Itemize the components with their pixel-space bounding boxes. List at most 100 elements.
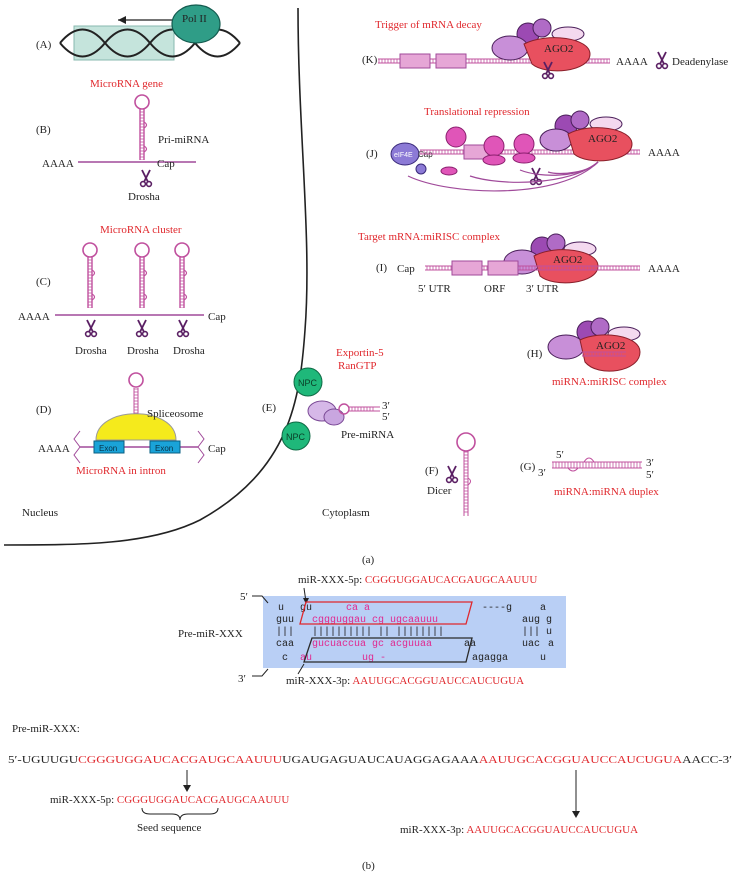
deadenylase-scissors [655, 51, 669, 70]
mir5p-box [299, 601, 473, 625]
svg-text:gu: gu [300, 603, 312, 614]
caption-b: (b) [362, 860, 375, 872]
repression-arrows [407, 161, 599, 192]
aaaa-tail-I: AAAA [648, 263, 680, 275]
drosha-label-C3: Drosha [173, 345, 205, 357]
label-H: (H) [527, 348, 543, 360]
pol-ii-label: Pol II [182, 13, 207, 25]
cluster-hairpin-3 [174, 242, 190, 309]
target-mrna-I [425, 260, 640, 276]
svg-text:gucuaccua gc acguuaa: gucuaccua gc acguuaa [312, 639, 432, 650]
svg-text:guu: guu [276, 615, 294, 626]
five-prime-G-bottom: 5′ [646, 469, 654, 481]
eif4e-protein [390, 142, 420, 166]
label-J: (J) [366, 148, 378, 160]
label-A: (A) [36, 39, 52, 51]
aaaa-tail-B: AAAA [42, 158, 74, 170]
five-prime-b: 5′ [240, 591, 248, 603]
microrna-gene-title: MicroRNA gene [90, 78, 163, 90]
svg-text:aug: aug [522, 615, 540, 626]
spliceosome [95, 413, 177, 441]
rangtp-label: RanGTP [338, 360, 377, 372]
drosha-label-B: Drosha [128, 191, 160, 203]
target-complex-title: Target mRNA:miRISC complex [358, 231, 501, 243]
cluster-hairpin-2 [134, 242, 150, 309]
cap-B: Cap [157, 158, 175, 170]
microrna-cluster-title: MicroRNA cluster [100, 224, 182, 236]
dicer-label: Dicer [427, 485, 452, 497]
mir3p-box [303, 637, 473, 663]
three-prime-E: 3′ [382, 400, 390, 412]
translational-repression-title: Translational repression [424, 106, 530, 118]
hairpin-box [263, 596, 566, 668]
drosha-scissors-C1 [84, 319, 98, 338]
label-I: (I) [376, 262, 387, 274]
pri-mirna-label: Pri-miRNA [158, 134, 209, 146]
caption-a: (a) [362, 554, 375, 566]
drosha-scissors-C2 [135, 319, 149, 338]
spliceosome-label: Spliceosome [147, 408, 203, 420]
drosha-scissors-C3 [176, 319, 190, 338]
mir3p-product: miR-XXX-3p: AAUUGCACGGUAUCCAUCUGUA [400, 824, 638, 836]
seed-sequence-label: Seed sequence [137, 822, 202, 834]
ago2-label-K: AGO2 [544, 43, 573, 55]
mirisc-complex-title: miRNA:miRISC complex [552, 376, 667, 388]
ago2-label-H: AGO2 [596, 340, 625, 352]
dna-helix [59, 25, 241, 61]
svg-text:a: a [548, 639, 554, 650]
dicer-scissors [445, 465, 459, 484]
npc-top [293, 367, 323, 397]
full-sequence-label: Pre-miR-XXX: [12, 723, 80, 735]
nucleus-label: Nucleus [22, 507, 58, 519]
eif4e-label: eIF4E [394, 152, 413, 159]
mrna-decay-title: Trigger of mRNA decay [375, 19, 482, 31]
aaaa-tail-J: AAAA [648, 147, 680, 159]
three-prime-G-bottom: 3′ [538, 467, 546, 479]
label-C: (C) [36, 276, 51, 288]
svg-text:a: a [540, 603, 546, 614]
ago2-label-I: AGO2 [553, 254, 582, 266]
npc-top-label: NPC [298, 378, 318, 388]
svg-text:caa: caa [276, 639, 294, 650]
cap-C: Cap [208, 311, 226, 323]
drosha-label-C2: Drosha [127, 345, 159, 357]
label-G: (G) [520, 461, 536, 473]
svg-text:cggguggau cg ugcaauuu: cggguggau cg ugcaauuu [312, 615, 438, 626]
pol-ii-enzyme [171, 4, 221, 44]
svg-text:agagga: agagga [472, 653, 508, 664]
seed-brace [141, 807, 219, 821]
npc-bottom [281, 421, 311, 451]
aaaa-tail-D: AAAA [38, 443, 70, 455]
mirna-duplex-title: miRNA:miRNA duplex [554, 486, 659, 498]
svg-text:u: u [540, 653, 546, 664]
svg-text:ca a: ca a [346, 603, 370, 614]
microrna-in-intron-title: MicroRNA in intron [76, 465, 166, 477]
aaaa-tail-C: AAAA [18, 311, 50, 323]
pri-mirna-hairpin [134, 94, 150, 161]
ribosome-1 [483, 135, 505, 157]
label-D: (D) [36, 404, 52, 416]
utr3-label: 3′ UTR [526, 283, 559, 295]
deadenylase-label: Deadenylase [672, 56, 728, 68]
svg-text:au: au [300, 653, 312, 664]
mir5p-product: miR-XXX-5p: CGGGUGGAUCACGAUGCAAUUU [50, 794, 289, 806]
mirisc-complex-H [547, 317, 641, 372]
label-B: (B) [36, 124, 51, 136]
utr5-label: 5′ UTR [418, 283, 451, 295]
hairpin-structure: u gu ca a ----g a guu cggguggau cg ugcaa… [276, 603, 554, 664]
exon-right [149, 440, 181, 454]
pre-mir-label: Pre-miR-XXX [178, 628, 243, 640]
orf-label: ORF [484, 283, 505, 295]
ago2-label-J: AGO2 [588, 133, 617, 145]
exportin5-label: Exportin-5 [336, 347, 384, 359]
drosha-label-C1: Drosha [75, 345, 107, 357]
svg-text:u: u [278, 603, 284, 614]
svg-text:----g: ----g [482, 603, 512, 614]
ribosome-2 [513, 133, 535, 155]
svg-text:|||||||||| || ||||||||: |||||||||| || |||||||| [312, 626, 444, 638]
svg-text:ug -: ug - [362, 653, 386, 664]
svg-text:|||: ||| [276, 626, 294, 638]
mir5p-header: miR-XXX-5p: CGGGUGGAUCACGAUGCAAUUU [298, 574, 537, 586]
svg-text:|||: ||| [522, 626, 540, 638]
